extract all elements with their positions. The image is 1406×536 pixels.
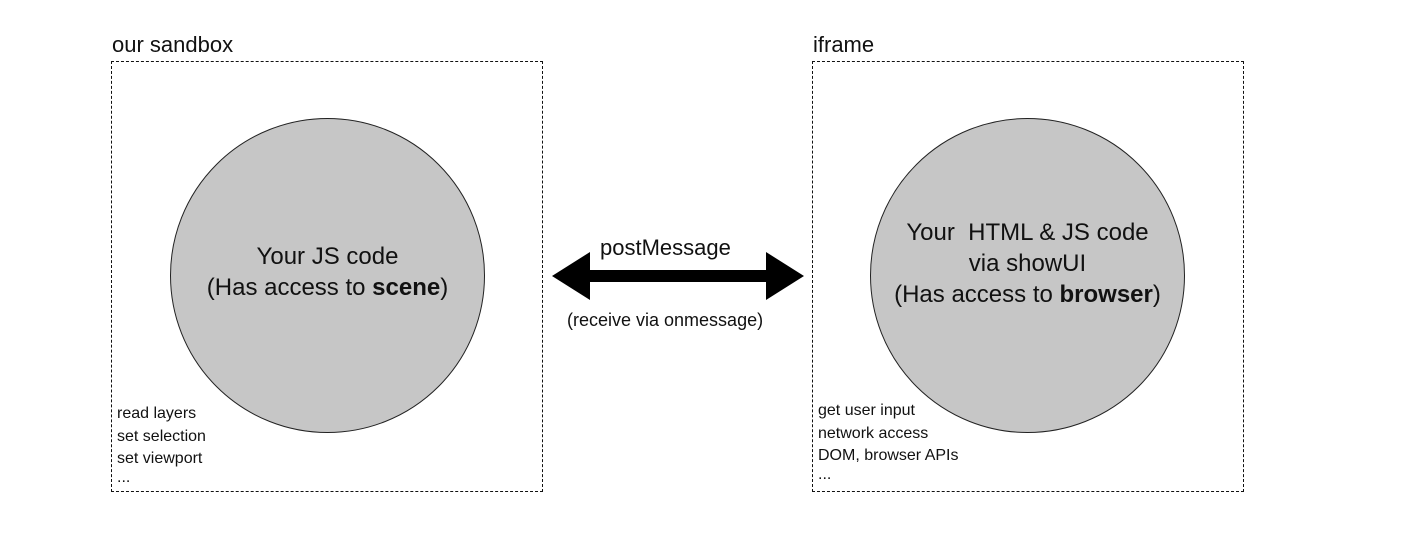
sandbox-capability: set selection [117, 427, 206, 445]
sandbox-circle-text: Your JS code (Has access to scene) [207, 241, 448, 303]
sandbox-capability: read layers [117, 405, 197, 422]
double-arrow-icon [552, 252, 804, 300]
iframe-circle-line2: via showUI [968, 250, 1087, 277]
iframe-box [812, 61, 1244, 492]
iframe-circle-line3-suffix: ) [1152, 281, 1161, 308]
sandbox-circle-line2-suffix: ) [440, 273, 449, 301]
connector-label: postMessage [600, 235, 731, 260]
connector-sublabel: (receive via onmessage) [567, 310, 764, 330]
sandbox-box [111, 61, 543, 492]
iframe-circle-line3-prefix: (Has access to [894, 281, 1060, 308]
sandbox-circle: Your JS code (Has access to scene) [170, 118, 485, 433]
sandbox-circle-line2: (Has access to scene) [207, 272, 448, 303]
sandbox-circle-line1: Your JS code [256, 242, 399, 270]
iframe-circle-line1: Your HTML & JS code [906, 219, 1149, 246]
iframe-circle-line3: (Has access to browser) [894, 279, 1161, 310]
iframe-circle-text: Your HTML & JS code via showUI (Has acce… [894, 217, 1161, 310]
iframe-capability: DOM, browser APIs [818, 447, 959, 464]
sandbox-capabilities: read layers set selection set viewport .… [117, 403, 206, 485]
iframe-label: iframe [813, 32, 875, 57]
sandbox-circle-line2-bold: scene [372, 273, 441, 301]
iframe-capabilities: get user input network access DOM, brows… [818, 400, 958, 482]
iframe-capability: get user input [818, 402, 915, 419]
iframe-capability: network access [818, 424, 929, 442]
sandbox-capability: ... [117, 468, 131, 486]
sandbox-label: our sandbox [112, 32, 234, 57]
iframe-circle: Your HTML & JS code via showUI (Has acce… [870, 118, 1185, 433]
iframe-capability: ... [818, 465, 832, 483]
sandbox-capability: set viewport [117, 450, 203, 467]
iframe-circle-line3-bold: browser [1059, 281, 1153, 308]
sandbox-circle-line2-prefix: (Has access to [206, 273, 373, 301]
